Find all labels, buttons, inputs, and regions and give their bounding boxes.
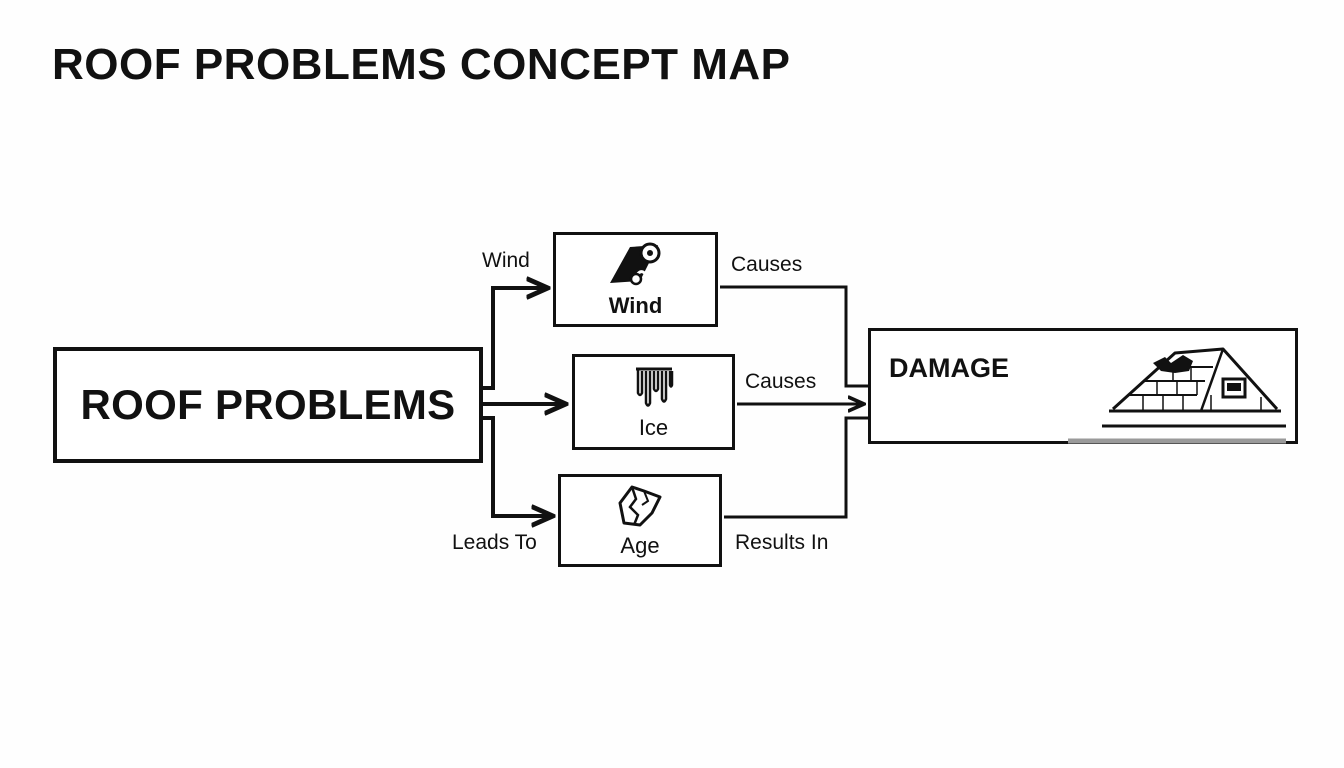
- cause-node-age: Age: [558, 474, 722, 567]
- wind-roll-icon: [609, 242, 660, 285]
- cause-node-ice-label: Ice: [638, 415, 669, 440]
- cause-node-age-label: Age: [620, 532, 660, 558]
- edge-label-results-in: Results In: [735, 531, 829, 554]
- edge-wind-to-damage: [720, 285, 868, 388]
- icicle-icon: [635, 367, 673, 407]
- root-node-label: ROOF PROBLEMS: [80, 381, 456, 428]
- root-node: ROOF PROBLEMS: [53, 347, 483, 463]
- page-title: ROOF PROBLEMS CONCEPT MAP: [52, 40, 791, 89]
- damage-underline: [1068, 424, 1286, 444]
- edge-label-leads-to: Leads To: [452, 531, 537, 554]
- damaged-roof-icon: [1109, 347, 1281, 413]
- cause-node-ice: Ice: [572, 354, 735, 450]
- outcome-node-damage-label: DAMAGE: [889, 353, 1009, 383]
- cause-node-wind: Wind: [553, 232, 718, 327]
- edge-age-to-damage: [724, 416, 868, 519]
- edge-label-wind: Wind: [482, 249, 530, 272]
- edge-label-ice-causes: Causes: [745, 370, 817, 393]
- edge-label-wind-causes: Causes: [731, 253, 803, 276]
- edge-root-to-wind: [483, 288, 548, 390]
- cause-node-wind-label: Wind: [608, 292, 663, 318]
- cracked-shingle-icon: [618, 485, 662, 526]
- edge-root-to-age: [483, 416, 553, 516]
